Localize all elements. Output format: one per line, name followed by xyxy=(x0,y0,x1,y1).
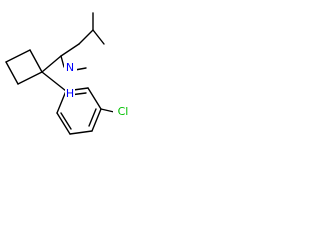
bond xyxy=(88,108,97,127)
label-background xyxy=(65,88,75,99)
bond xyxy=(60,43,80,57)
bond xyxy=(41,55,62,73)
bond xyxy=(29,49,43,73)
bond xyxy=(87,87,102,110)
bond xyxy=(5,61,19,85)
bond xyxy=(69,130,93,135)
bond xyxy=(41,71,67,92)
nitrogen-atom-label: N xyxy=(66,61,74,74)
bond xyxy=(60,55,65,68)
bond-group xyxy=(5,12,115,135)
molecule-canvas: N H Cl xyxy=(0,0,150,150)
bond xyxy=(56,112,71,135)
bond xyxy=(60,112,72,130)
bond xyxy=(78,29,94,45)
bond xyxy=(56,90,67,114)
label-background xyxy=(64,62,77,73)
bond xyxy=(5,49,31,63)
bond xyxy=(92,29,105,45)
bond xyxy=(91,108,102,132)
bond xyxy=(100,108,115,113)
label-background xyxy=(113,106,133,119)
molecule-structure: N H Cl xyxy=(5,12,133,135)
bond xyxy=(17,71,43,85)
hydrogen-atom-label: H xyxy=(66,87,74,100)
chlorine-atom-label: Cl xyxy=(118,105,129,118)
